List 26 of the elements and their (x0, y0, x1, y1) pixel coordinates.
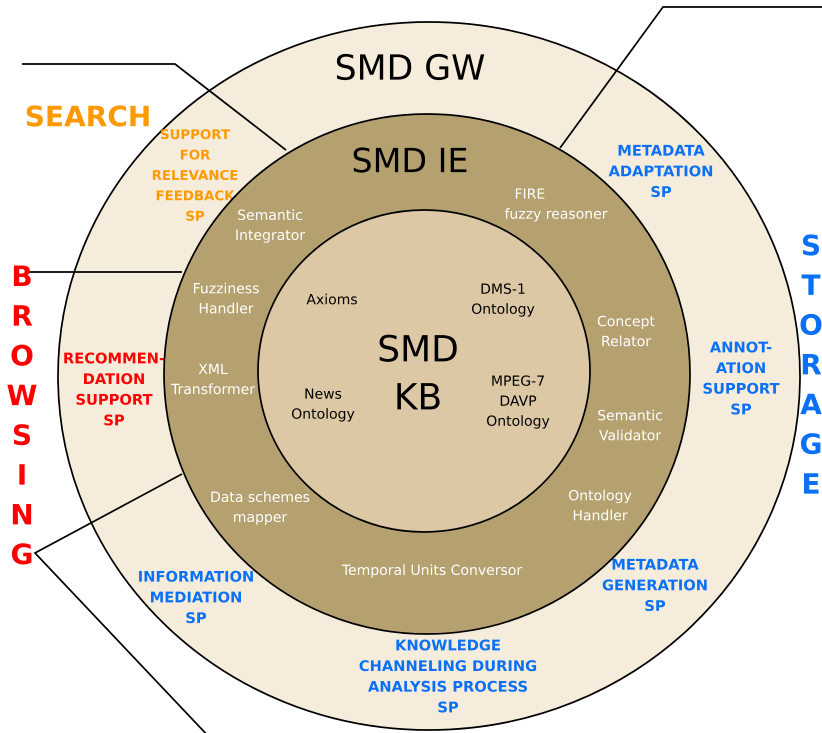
service-label: ANNOT- ATION SUPPORT SP (704, 341, 780, 415)
component-label: Ontology Handler (569, 490, 632, 520)
category-label: STORAGE (800, 234, 822, 494)
component-label: Concept Relator (598, 316, 655, 346)
circle-title: SMD KB (380, 334, 457, 410)
service-label: METADATA ADAPTATION SP (608, 144, 712, 198)
service-label: RECOMMEN- DATION SUPPORT SP (64, 352, 164, 426)
component-label: Semantic Validator (598, 410, 662, 440)
component-label: Semantic Integrator (236, 209, 306, 243)
ontology-label: MPEG-7 DAVP Ontology (487, 375, 550, 429)
category-label: BROWSING (7, 266, 37, 564)
category-label: SEARCH (26, 105, 149, 127)
component-label: Data schemes mapper (211, 491, 310, 525)
component-label: Fuzziness Handler (194, 282, 259, 314)
ring-title: SMD IE (354, 147, 466, 173)
ontology-label: DMS-1 Ontology (472, 283, 534, 317)
component-label: FIRE fuzzy reasoner (504, 188, 608, 222)
ring-title: SMD GW (336, 54, 484, 80)
ontology-label: Axioms (306, 294, 357, 304)
service-label: INFORMATION MEDIATION SP (139, 570, 253, 624)
component-label: Temporal Units Conversor (342, 564, 522, 578)
service-label: SUPPORT FOR RELEVANCE FEEDBACK SP (152, 129, 238, 221)
service-label: KNOWLEDGE CHANNELING DURING ANALYSIS PROCESS SP (360, 639, 536, 713)
service-label: METADATA GENERATION SP (602, 558, 707, 612)
ontology-label: News Ontology (292, 388, 354, 422)
component-label: XML Transformer (170, 364, 255, 394)
